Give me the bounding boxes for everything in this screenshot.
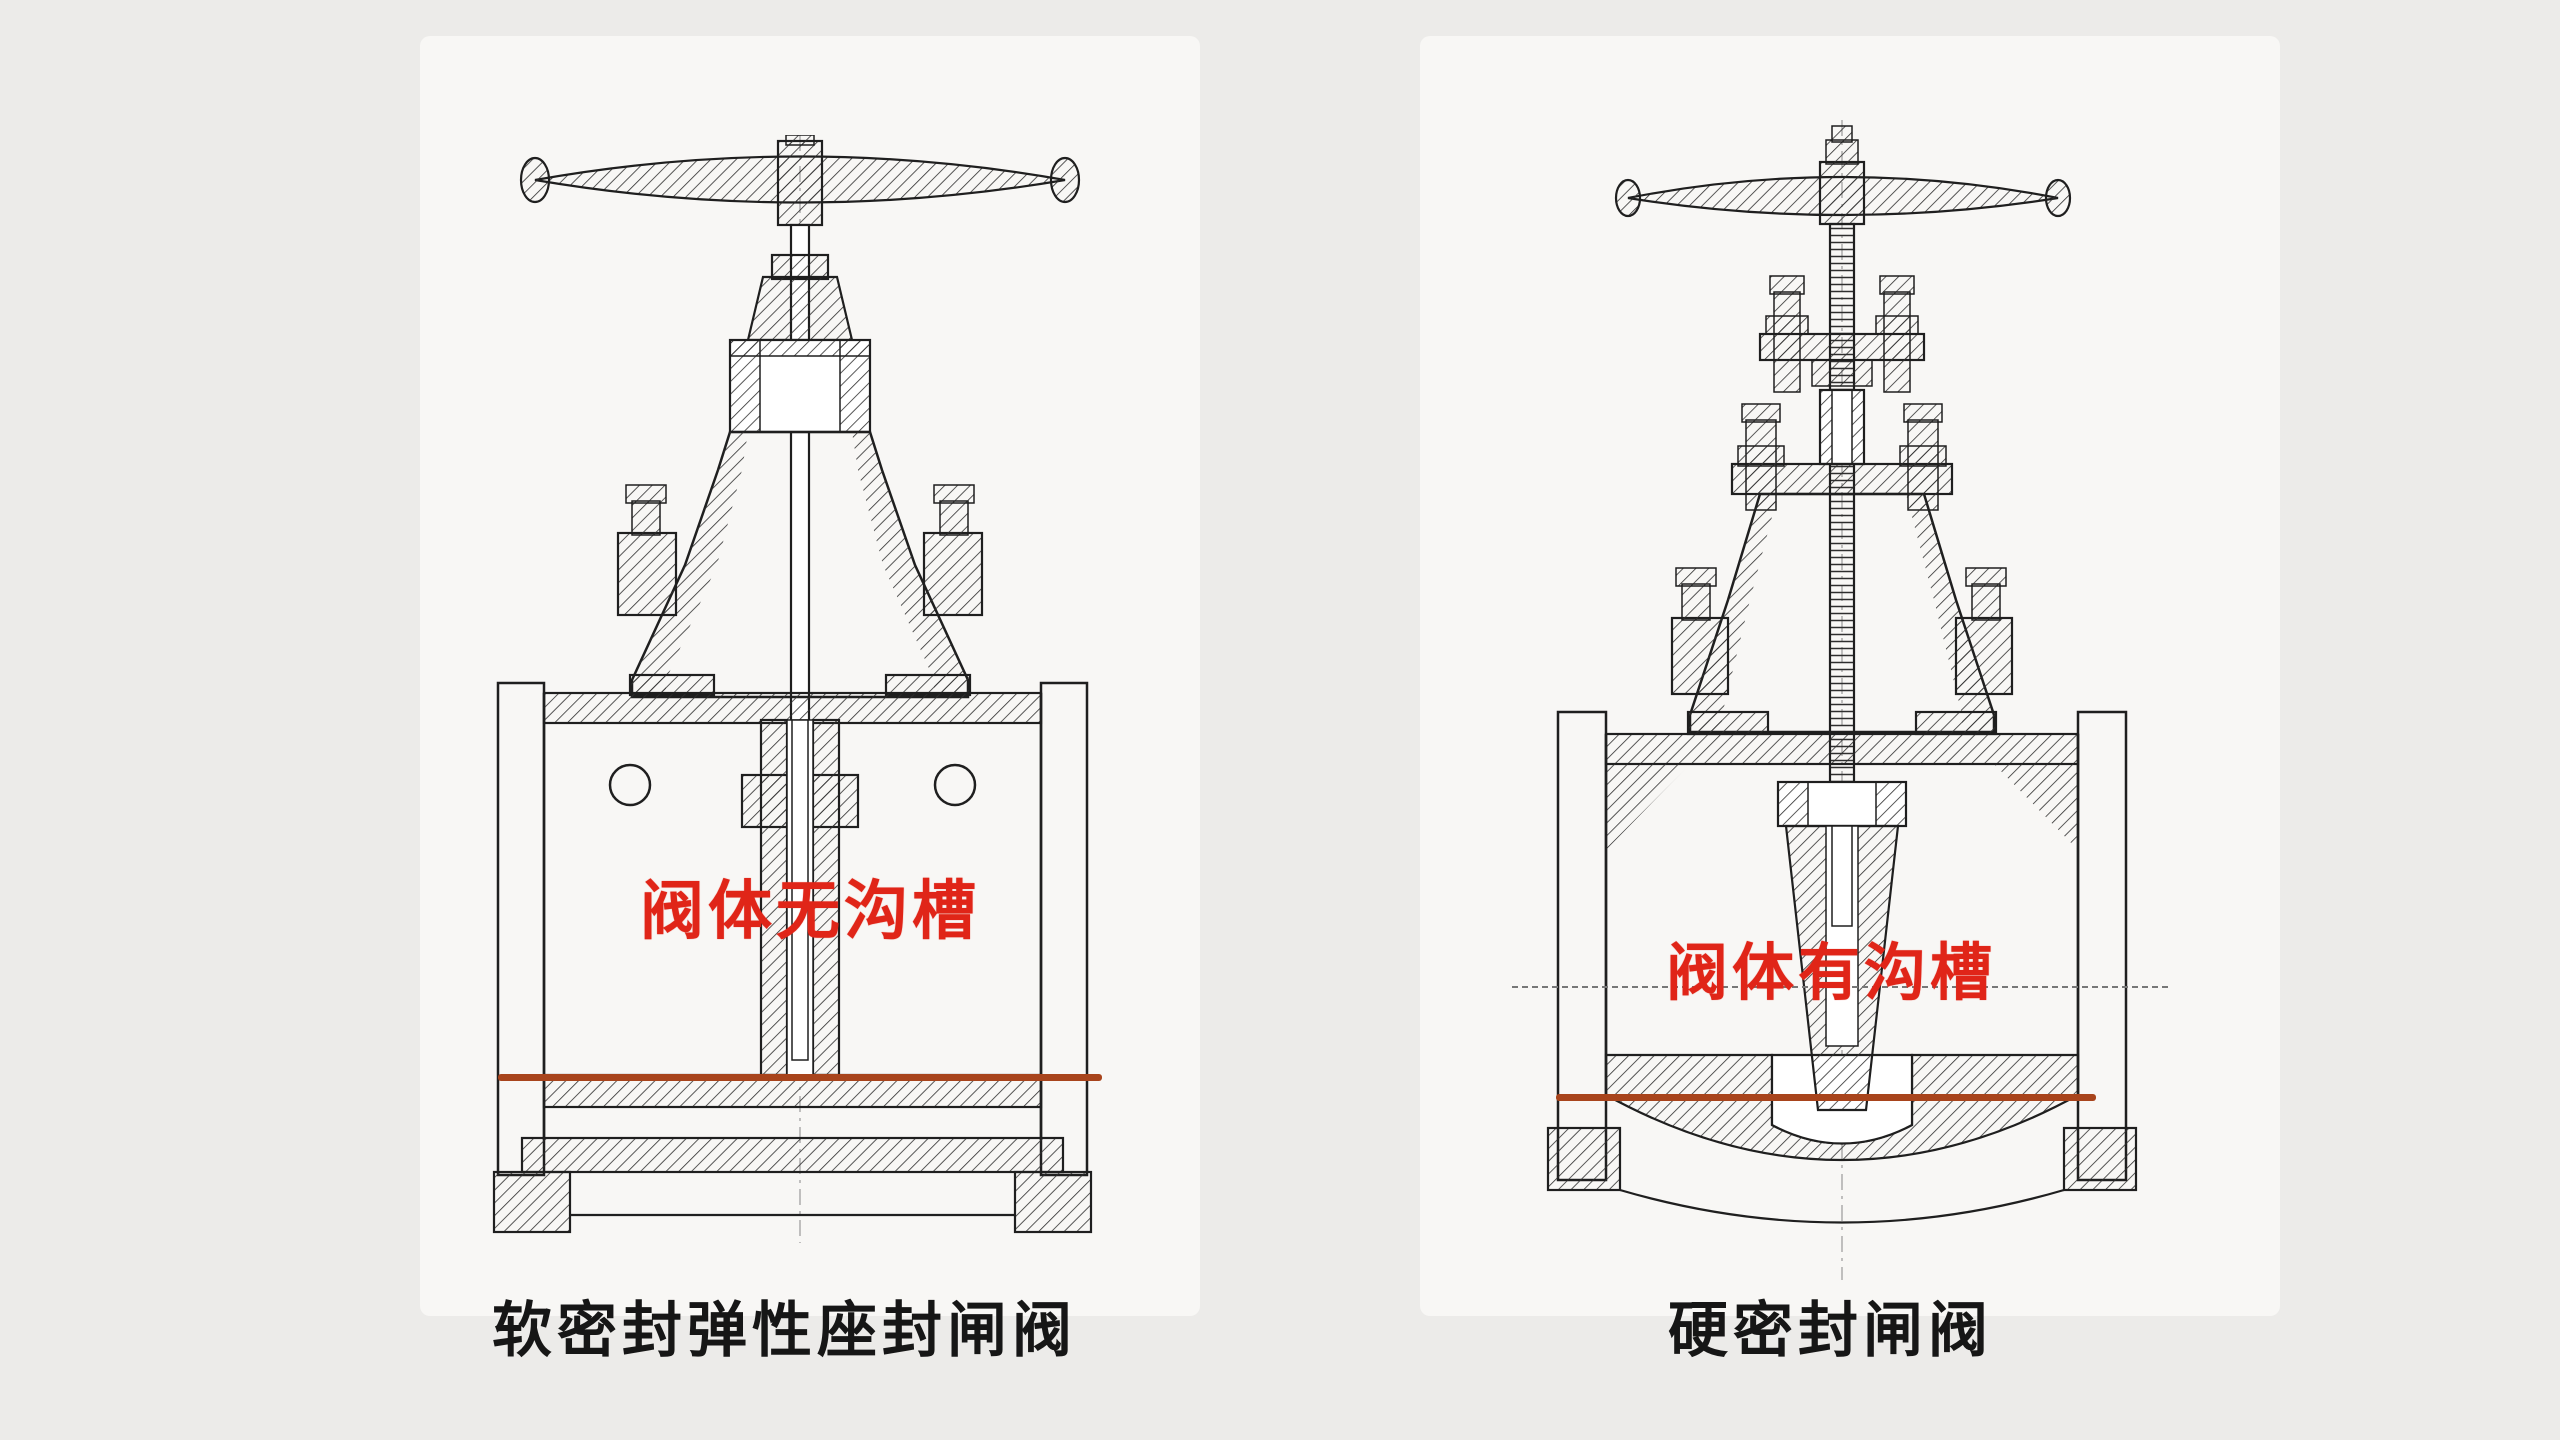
bonnet [1670,492,2014,734]
bonnet-bolt-left [1681,583,1711,621]
gland-assembly [1758,275,1926,393]
body-foot-right [1013,1170,1093,1234]
valve-body [492,681,1093,1234]
bonnet-lug-left [1670,616,1730,696]
caption-hard-seal-valve: 硬密封闸阀 [1668,1296,1993,1366]
annotation-has-groove: 阀体有沟槽 [1666,936,1997,1009]
handwheel [1614,125,2072,226]
pipe-flange-right [1039,681,1089,1177]
seat-line-left [498,1074,1102,1081]
body-bolt-hole-left [608,763,652,807]
body-foot-left [492,1170,572,1234]
bonnet-lug-left [616,531,678,617]
valve-body [1546,710,2138,1224]
bonnet-flange-assembly [1730,388,1954,511]
handwheel [519,135,1081,227]
body-gusset-left [1606,764,1690,850]
soft-seal-gate-valve-drawing [492,135,1093,1243]
body-foot-left [1546,1126,1622,1192]
bore-centerline-right [1512,986,2168,988]
annotation-no-groove: 阀体无沟槽 [640,875,980,949]
bonnet-bolt-right [939,500,969,536]
hard-seal-gate-valve-drawing [1546,120,2138,1280]
stuffing-box [728,253,872,434]
caption-soft-seal-valve: 软密封弹性座封闸阀 [492,1296,1077,1366]
gate-wedge [740,718,860,1077]
body-bolt-hole-right [933,763,977,807]
gate-wedge [1776,780,1908,1112]
seat-line-right [1556,1094,2096,1101]
pipe-flange-right [2076,710,2128,1182]
pipe-flange-left [496,681,546,1177]
bonnet-bolt-left [631,500,661,536]
body-gusset-right [1994,764,2078,850]
bonnet-lug-right [1954,616,2014,696]
pipe-flange-left [1556,710,1608,1182]
bonnet-lug-right [922,531,984,617]
body-foot-right [2062,1126,2138,1192]
bonnet-bolt-right [1971,583,2001,621]
